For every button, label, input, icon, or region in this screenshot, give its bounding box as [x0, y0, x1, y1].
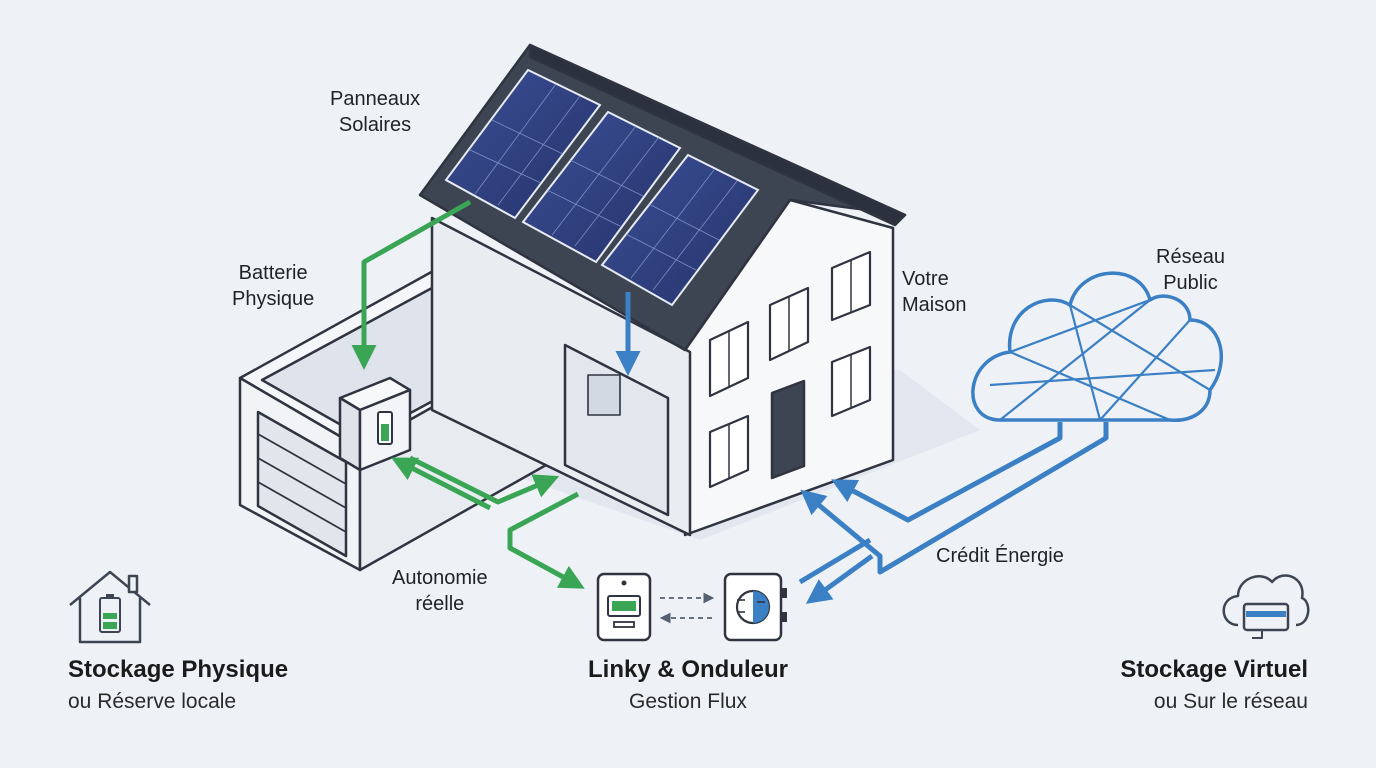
blue-flows — [615, 292, 1109, 604]
energy-credit-label: Crédit Énergie — [936, 545, 1064, 567]
cloud-card-icon — [1222, 574, 1310, 639]
solar-panels — [444, 68, 760, 307]
legend-meter-title: Linky & Onduleur — [587, 656, 788, 683]
legend-virtual-title: Stockage Virtuel — [1120, 656, 1308, 683]
legend-virtual-subtitle: ou Sur le réseau — [1153, 690, 1308, 713]
legend-physical-title: Stockage Physique — [68, 656, 289, 683]
legend-physical-subtitle: ou Réserve locale — [68, 690, 237, 713]
house-battery-icon — [69, 570, 151, 644]
meter-inverter-exchange — [659, 592, 715, 624]
legend-physical-storage: Stockage Physique ou Réserve locale — [68, 656, 288, 714]
green-flows — [351, 199, 585, 589]
inverter — [723, 572, 787, 642]
legend-meter-inverter: Linky & Onduleur Gestion Flux — [560, 656, 816, 714]
legend-meter-subtitle: Gestion Flux — [629, 690, 747, 713]
linky-meter — [596, 572, 652, 642]
grid-cloud — [971, 271, 1224, 422]
battery-unit — [338, 376, 412, 472]
legend-virtual-storage: Stockage Virtuel ou Sur le réseau — [1120, 656, 1308, 714]
